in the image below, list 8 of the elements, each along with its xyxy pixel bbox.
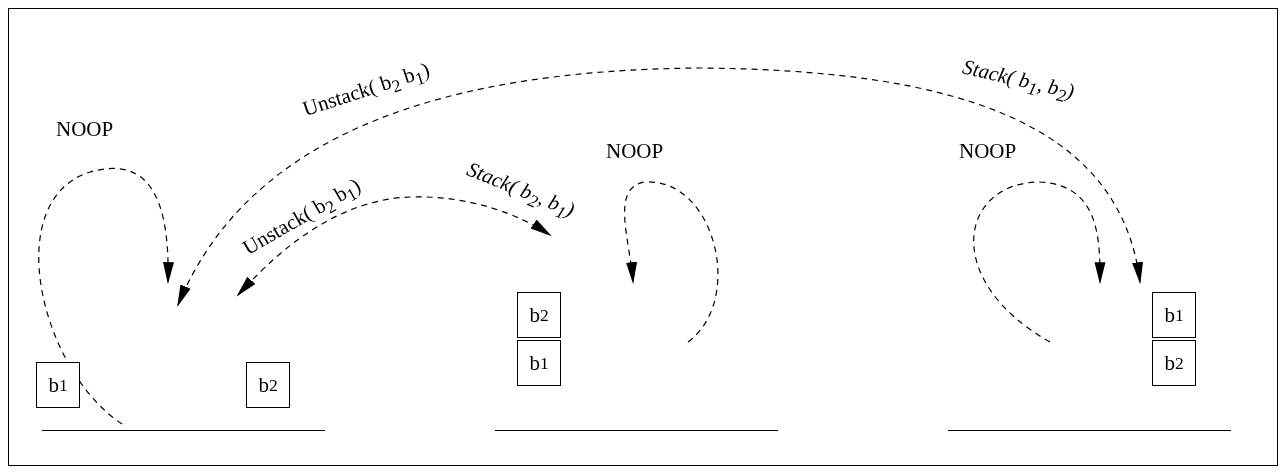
edge-label: NOOP [55,118,115,142]
dashed-arrow [177,67,1142,307]
dashed-arrow [973,181,1106,343]
edge-label: NOOP [605,140,665,164]
dashed-arrow [38,167,174,425]
dashed-arrow [624,181,719,343]
dashed-arrow [236,196,552,297]
edge-label: NOOP [958,140,1018,164]
